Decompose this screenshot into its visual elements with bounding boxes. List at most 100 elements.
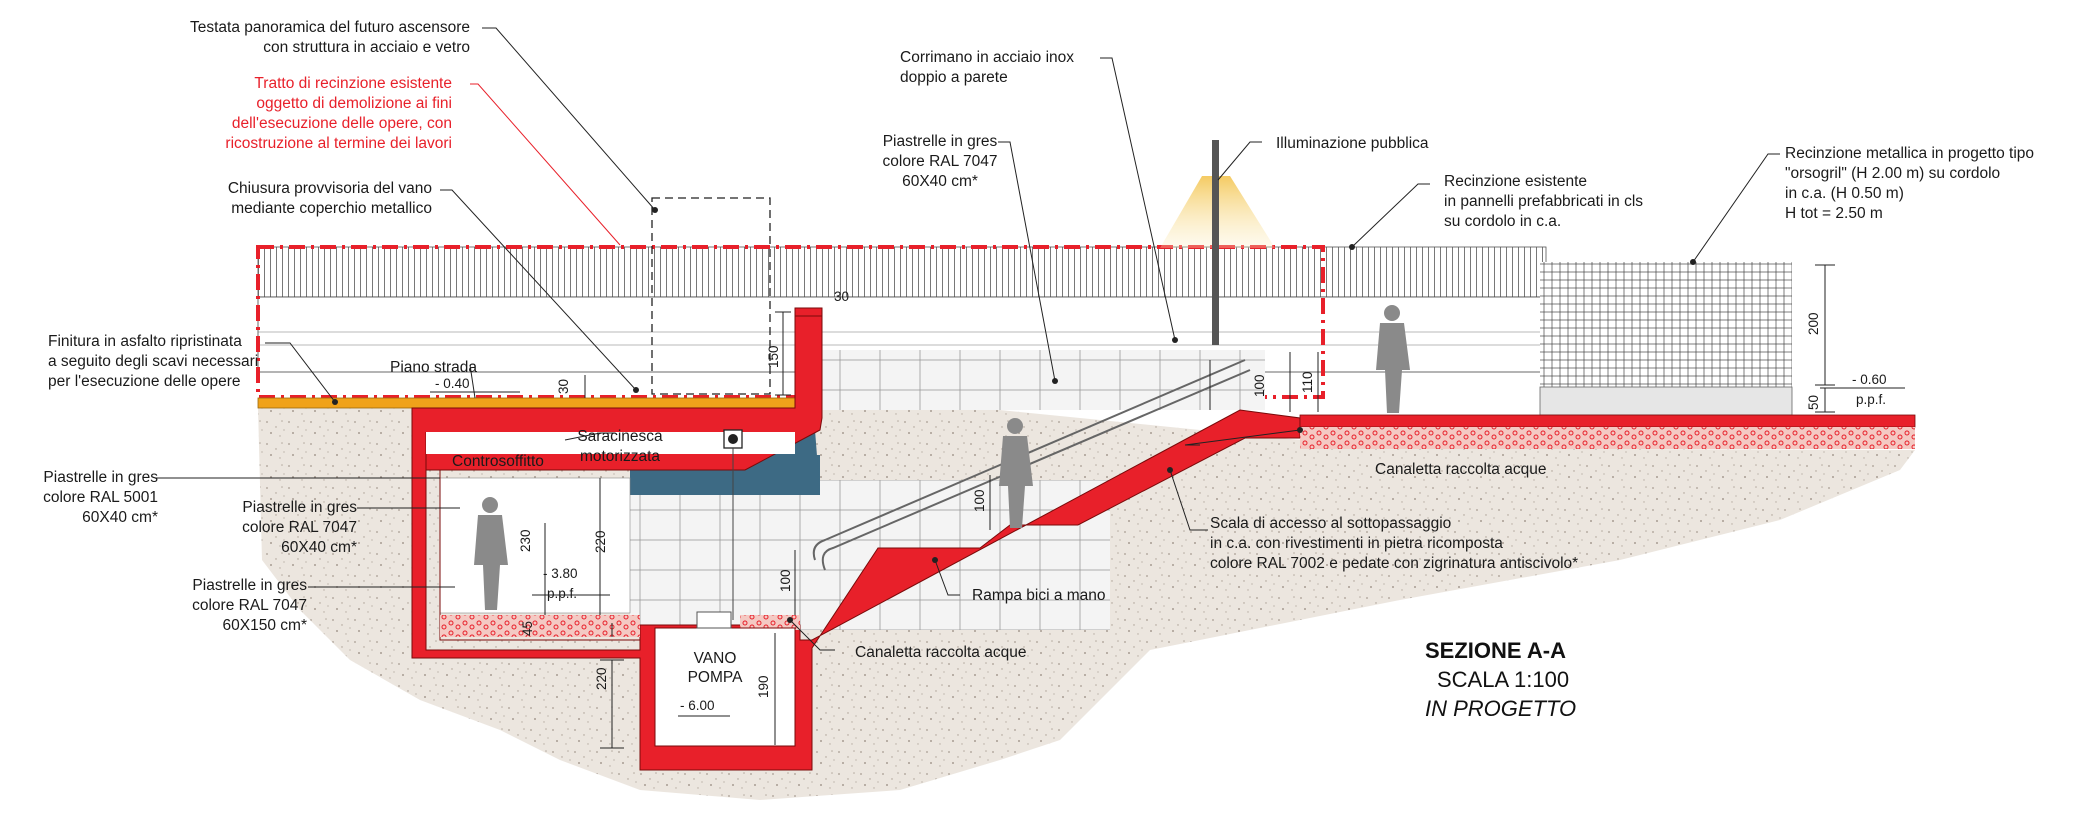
- label-p7047b-line3: 60X150 cm*: [223, 617, 307, 634]
- label-recmet-line2: "orsogril" (H 2.00 m) su cordolo: [1785, 165, 2000, 182]
- asphalt-layer: [257, 397, 799, 409]
- label-p5001-line2: colore RAL 5001: [43, 489, 158, 506]
- label-saracinesca: Saracinesca motorizzata: [577, 428, 663, 465]
- label-scala: Scala di accesso al sottopassaggio in c.…: [1210, 515, 1578, 572]
- label-piastrelle-7047-top: Piastrelle in gres colore RAL 7047 60X40…: [883, 133, 998, 190]
- dim-ppf-2: p.p.f.: [1856, 392, 1886, 407]
- label-p7047a-line3: 60X40 cm*: [281, 539, 357, 556]
- label-p7047a-line1: Piastrelle in gres: [242, 499, 357, 516]
- light-pole: [1212, 140, 1219, 345]
- label-canaletta-2: Canaletta raccolta acque: [855, 644, 1026, 661]
- label-piastrelle-7047-b: Piastrelle in gres colore RAL 7047 60X15…: [192, 577, 307, 634]
- label-saracinesca-line2: motorizzata: [580, 448, 660, 465]
- label-chiusura-line2: mediante coperchio metallico: [231, 200, 432, 217]
- pump-room: [654, 627, 796, 747]
- dim-50: 50: [1806, 395, 1821, 410]
- label-p7047b-line2: colore RAL 7047: [192, 597, 307, 614]
- label-testata-line1: Testata panoramica del futuro ascensore: [190, 19, 470, 36]
- dim-230: 230: [518, 529, 533, 552]
- label-p7047a-line2: colore RAL 7047: [242, 519, 357, 536]
- label-testata: Testata panoramica del futuro ascensore …: [190, 19, 470, 56]
- label-piano-strada: Piano strada: [390, 359, 477, 376]
- label-p7047b-line1: Piastrelle in gres: [192, 577, 307, 594]
- label-tratto-line4: ricostruzione al termine dei lavori: [225, 135, 452, 152]
- leader-lines: [155, 27, 1780, 651]
- label-finitura-line3: per l'esecuzione delle opere: [48, 373, 241, 390]
- label-recesist-line2: in pannelli prefabbricati in cls: [1444, 193, 1643, 210]
- elevator-outline: [651, 197, 771, 395]
- label-p7047top-line2: colore RAL 7047: [883, 153, 998, 170]
- interior-tiles-upper: [815, 350, 1265, 410]
- label-finitura-line2: a seguito degli scavi necessari: [48, 353, 258, 370]
- dim-200: 200: [1806, 312, 1821, 335]
- label-tratto-line2: oggetto di demolizione ai fini: [256, 95, 452, 112]
- title-main: SEZIONE A-A: [1425, 638, 1566, 663]
- person-figure-stairs: [999, 418, 1033, 528]
- label-chiusura: Chiusura provvisoria del vano mediante c…: [228, 180, 432, 217]
- leader-dots: [332, 207, 1696, 623]
- label-recmet-line4: H tot = 2.50 m: [1785, 205, 1883, 222]
- controsoffitto-label: Controsoffitto: [452, 453, 544, 470]
- dim-190: 190: [756, 675, 771, 698]
- label-recmet-line1: Recinzione metallica in progetto tipo: [1785, 145, 2034, 162]
- label-corrimano: Corrimano in acciaio inox doppio a paret…: [900, 49, 1074, 86]
- label-piastrelle-7047-a: Piastrelle in gres colore RAL 7047 60X40…: [242, 499, 357, 556]
- dim-220-out: 220: [594, 667, 609, 690]
- label-recesist-line3: su cordolo in c.a.: [1444, 213, 1561, 230]
- label-corrimano-line1: Corrimano in acciaio inox: [900, 49, 1074, 66]
- dim-110: 110: [1300, 371, 1315, 393]
- dim-level-380: - 3.80: [543, 566, 578, 581]
- label-testata-line2: con struttura in acciaio e vetro: [263, 39, 470, 56]
- label-p5001-line1: Piastrelle in gres: [43, 469, 158, 486]
- person-figure-street: [1376, 305, 1410, 413]
- label-recmet-line3: in c.a. (H 0.50 m): [1785, 185, 1904, 202]
- label-p7047top-line3: 60X40 cm*: [902, 173, 978, 190]
- label-p7047top-line1: Piastrelle in gres: [883, 133, 998, 150]
- person-figure-room: [474, 497, 508, 610]
- interior-room: [439, 477, 631, 614]
- metal-fence: [1540, 262, 1792, 387]
- floor-gravel: [440, 615, 640, 637]
- handrails: [812, 359, 1251, 571]
- dim-level-060: - 0.60: [1852, 372, 1887, 387]
- dim-30-top: 30: [834, 289, 849, 304]
- label-chiusura-line1: Chiusura provvisoria del vano: [228, 180, 432, 197]
- dim-30-slab: 30: [556, 379, 571, 394]
- label-recinzione-esistente: Recinzione esistente in pannelli prefabb…: [1444, 173, 1643, 230]
- ground-gravel-right: [1300, 427, 1915, 449]
- label-tratto: Tratto di recinzione esistente oggetto d…: [225, 75, 452, 152]
- label-vanopompa-line2: POMPA: [688, 669, 743, 686]
- dim-level-600: - 6.00: [680, 698, 715, 713]
- ground-strip-red: [1299, 414, 1916, 428]
- label-canaletta-1: Canaletta raccolta acque: [1375, 461, 1546, 478]
- title-status: IN PROGETTO: [1425, 696, 1576, 721]
- label-piastrelle-5001: Piastrelle in gres colore RAL 5001 60X40…: [43, 469, 158, 526]
- label-finitura-line1: Finitura in asfalto ripristinata: [48, 333, 242, 350]
- label-recesist-line1: Recinzione esistente: [1444, 173, 1587, 190]
- label-tratto-line3: dell'esecuzione delle opere, con: [232, 115, 452, 132]
- label-scala-line3: colore RAL 7002 e pedate con zigrinatura…: [1210, 555, 1578, 572]
- label-illuminazione: Illuminazione pubblica: [1276, 135, 1429, 152]
- tiles-blue-slope: [745, 430, 820, 495]
- dim-level-040: - 0.40: [435, 376, 470, 391]
- dim-45: 45: [520, 621, 535, 636]
- label-scala-line2: in c.a. con rivestimenti in pietra ricom…: [1210, 535, 1503, 552]
- label-saracinesca-line1: Saracinesca: [577, 428, 663, 445]
- dim-100-ramp: 100: [778, 569, 793, 592]
- label-tratto-line1: Tratto di recinzione esistente: [254, 75, 452, 92]
- dim-220-in: 220: [593, 530, 608, 553]
- title-block: SEZIONE A-A SCALA 1:100 IN PROGETTO: [1425, 638, 1576, 721]
- wall-cap: [794, 307, 823, 317]
- floor-gravel-2: [740, 615, 800, 630]
- label-rampa: Rampa bici a mano: [972, 587, 1106, 604]
- label-recinzione-metallica: Recinzione metallica in progetto tipo "o…: [1785, 145, 2034, 222]
- label-scala-line1: Scala di accesso al sottopassaggio: [1210, 515, 1451, 532]
- existing-fence: [257, 246, 1547, 298]
- label-corrimano-line2: doppio a parete: [900, 69, 1008, 86]
- demolition-outline: [256, 245, 1325, 399]
- dim-100-stair: 100: [972, 489, 987, 512]
- label-vanopompa-line1: VANO: [694, 650, 737, 667]
- pump-grate: [696, 611, 732, 629]
